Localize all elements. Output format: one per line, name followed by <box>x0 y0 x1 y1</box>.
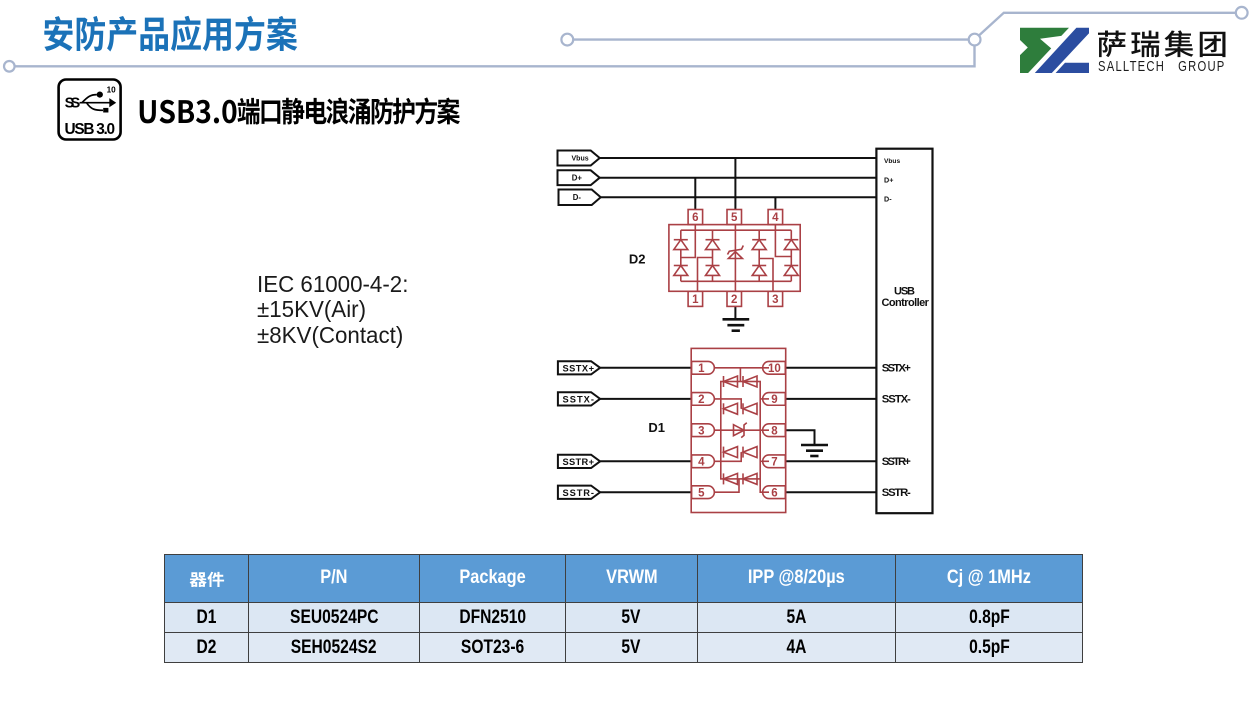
svg-text:Vbus: Vbus <box>572 156 589 163</box>
svg-text:SSTX+: SSTX+ <box>882 362 911 374</box>
svg-text:7: 7 <box>771 457 777 469</box>
svg-text:D-: D- <box>884 194 892 203</box>
svg-text:SSTX-: SSTX- <box>563 395 595 405</box>
svg-text:9: 9 <box>771 394 777 406</box>
svg-text:SSTX+: SSTX+ <box>563 364 595 374</box>
svg-text:6: 6 <box>771 487 777 499</box>
svg-text:1: 1 <box>692 294 699 306</box>
svg-text:SS: SS <box>65 96 81 112</box>
svg-text:D-: D- <box>573 193 582 202</box>
svg-text:Vbus: Vbus <box>884 158 900 165</box>
svg-text:D1: D1 <box>648 420 665 435</box>
svg-text:3: 3 <box>698 425 704 437</box>
svg-text:3: 3 <box>772 294 778 306</box>
svg-text:SSTR-: SSTR- <box>882 487 911 499</box>
svg-text:5: 5 <box>731 212 738 224</box>
svg-text:D+: D+ <box>572 174 583 183</box>
svg-text:2: 2 <box>731 294 737 306</box>
svg-text:10: 10 <box>107 86 117 95</box>
svg-text:10: 10 <box>768 363 781 375</box>
svg-text:SSTR-: SSTR- <box>563 488 595 498</box>
svg-text:D2: D2 <box>629 252 646 267</box>
svg-text:2: 2 <box>698 394 704 406</box>
svg-text:SSTR+: SSTR+ <box>563 457 595 467</box>
svg-text:8: 8 <box>771 425 778 437</box>
svg-text:USB 3.0: USB 3.0 <box>65 121 116 138</box>
svg-text:USB: USB <box>894 286 915 298</box>
svg-text:4: 4 <box>698 457 705 469</box>
svg-text:Controller: Controller <box>881 297 929 309</box>
svg-text:6: 6 <box>692 212 698 224</box>
svg-text:5: 5 <box>698 487 705 499</box>
svg-text:D+: D+ <box>884 175 893 184</box>
svg-text:4: 4 <box>772 212 779 224</box>
svg-text:SSTR+: SSTR+ <box>882 456 911 468</box>
svg-text:1: 1 <box>698 363 705 375</box>
svg-text:SSTX-: SSTX- <box>882 394 911 406</box>
